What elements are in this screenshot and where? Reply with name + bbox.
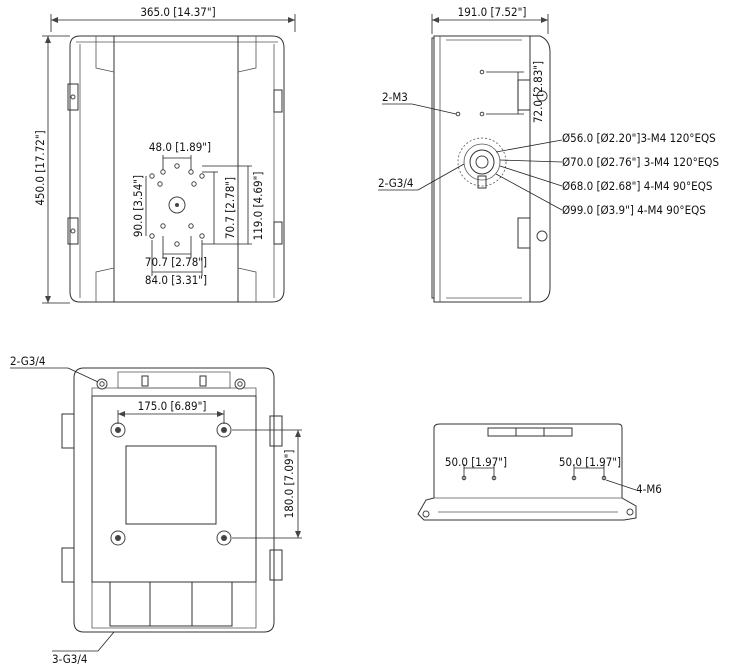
front-height-label: 450.0 [17.72"]	[33, 130, 47, 205]
bottom-spacing-right: 50.0 [1.97"]	[559, 455, 621, 469]
side-enclosure	[433, 35, 531, 303]
back-hole-spacing-v: 180.0 [7.09"]	[282, 450, 296, 519]
bottom-view: 50.0 [1.97"] 50.0 [1.97"] 4-M6	[417, 423, 662, 521]
side-spec-3: Ø68.0 [Ø2.68"] 4-M4 90°EQS	[562, 179, 712, 193]
bottom-enclosure	[417, 423, 637, 521]
side-g34-label: 2-G3/4	[378, 176, 413, 190]
side-spec-2: Ø70.0 [Ø2.76"] 3-M4 120°EQS	[562, 155, 719, 169]
back-enclosure	[73, 367, 275, 633]
front-width-label: 365.0 [14.37"]	[140, 5, 215, 19]
front-hole-spacing-right: 119.0 [4.69"]	[251, 172, 265, 241]
bottom-spacing-left: 50.0 [1.97"]	[445, 455, 507, 469]
front-enclosure	[69, 35, 285, 303]
front-view: 365.0 [14.37"] 450.0 [17.72"]	[33, 5, 296, 304]
front-hole-spacing-left: 90.0 [3.54"]	[131, 175, 145, 237]
side-spec-1: Ø56.0 [Ø2.20"]3-M4 120°EQS	[562, 131, 716, 145]
side-spec-4: Ø99.0 [Ø3.9"] 4-M4 90°EQS	[562, 203, 706, 217]
back-view: 175.0 [6.89"] 180.0 [7.09"] 2-G3/4 3-G3/…	[10, 354, 302, 666]
bottom-m6-label: 4-M6	[636, 482, 662, 496]
side-width-label: 191.0 [7.52"]	[458, 5, 527, 19]
back-g34-bottom-label: 3-G3/4	[52, 652, 87, 666]
side-m3-label: 2-M3	[382, 90, 408, 104]
back-g34-top-label: 2-G3/4	[10, 354, 45, 368]
front-hole-spacing-bottom: 84.0 [3.31"]	[145, 273, 207, 287]
side-m3-spacing-label: 72.0 [2.83"]	[531, 61, 545, 123]
side-view: 191.0 [7.52"] 72.0 [2.83"] 2-M3 2-G3/4	[378, 5, 719, 303]
front-hole-spacing-mid: 70.7 [2.78"]	[223, 177, 237, 239]
back-hole-spacing-h: 175.0 [6.89"]	[138, 399, 207, 413]
front-hole-spacing-mid-h: 70.7 [2.78"]	[145, 255, 207, 269]
front-hole-spacing-top: 48.0 [1.89"]	[149, 140, 211, 154]
